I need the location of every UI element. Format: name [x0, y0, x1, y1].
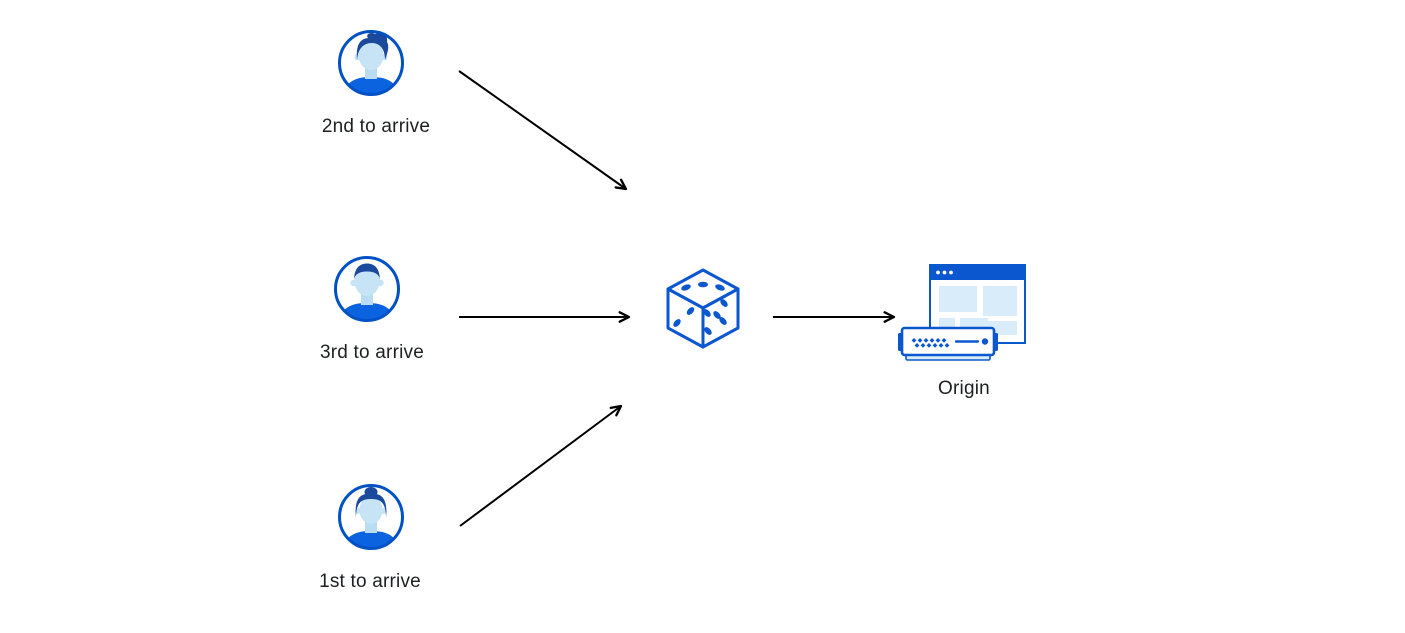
dice-node	[665, 267, 741, 356]
origin-label: Origin	[938, 378, 990, 399]
arrow-user1-to-dice	[459, 404, 623, 527]
user-avatar-male-quiff-icon	[338, 30, 404, 96]
user-node-first	[335, 481, 407, 558]
user-avatar-male-icon	[334, 256, 400, 322]
origin-node	[898, 263, 1028, 368]
arrow-user2-to-dice	[458, 70, 628, 191]
user-label-third: 3rd to arrive	[320, 342, 424, 363]
user-label-second: 2nd to arrive	[321, 116, 431, 137]
dice-icon	[666, 268, 740, 349]
user-avatar-female-icon	[338, 484, 404, 550]
user-node-third	[331, 253, 403, 330]
origin-server-icon	[898, 264, 1026, 361]
user-node-second	[335, 27, 407, 104]
user-label-first: 1st to arrive	[319, 571, 421, 592]
